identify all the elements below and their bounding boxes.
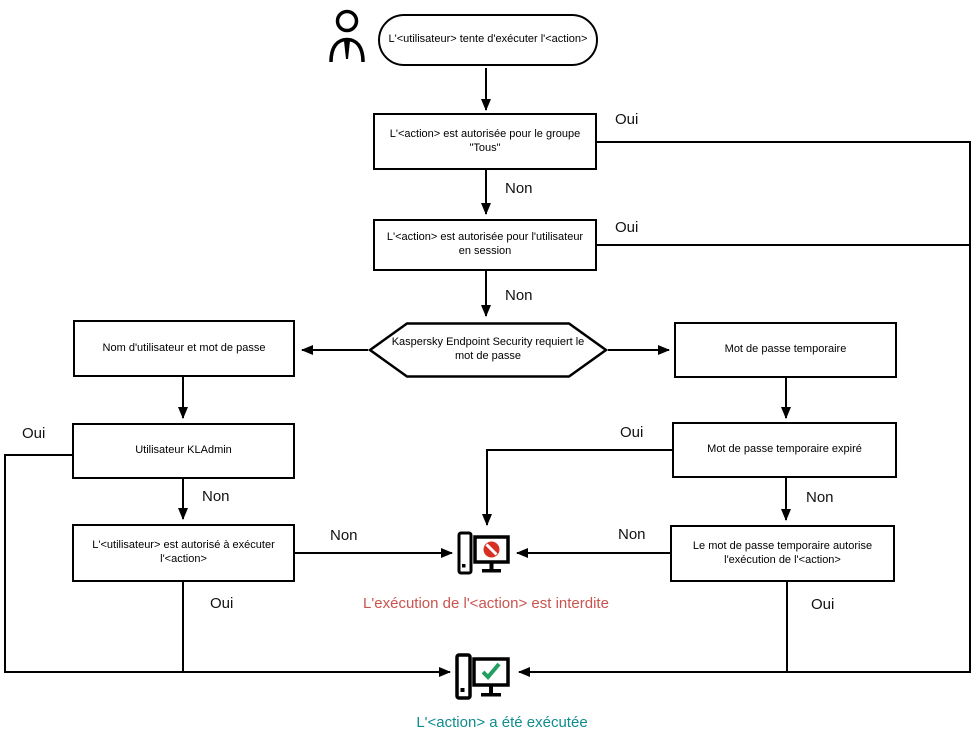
check-icon: [481, 662, 501, 680]
node-password-prompt: Kaspersky Endpoint Security requiert le …: [368, 322, 608, 378]
node-user-allowed-label: L'<utilisateur> est autorisé à exécuter …: [92, 539, 275, 565]
node-start-label: L'<utilisateur> tente d'exécuter l'<acti…: [388, 33, 588, 46]
edge-label-non-temp-allows: Non: [618, 526, 646, 543]
computer-executed-icon: [455, 653, 510, 700]
node-temp-password-expired-label: Mot de passe temporaire expiré: [707, 443, 862, 456]
node-temp-password-expired: Mot de passe temporaire expiré: [672, 422, 897, 478]
edge-label-oui-temp-allows: Oui: [811, 596, 835, 613]
node-password-prompt-label: Kaspersky Endpoint Security requiert le …: [391, 336, 585, 362]
node-start: L'<utilisateur> tente d'exécuter l'<acti…: [378, 14, 598, 66]
node-session-check: L'<action> est autorisée pour l'utilisat…: [373, 219, 597, 271]
edge-label-oui-user-allowed: Oui: [210, 595, 234, 612]
edge-label-oui-expired: Oui: [620, 424, 644, 441]
node-user-allowed: L'<utilisateur> est autorisé à exécuter …: [72, 524, 295, 582]
computer-denied-icon: [457, 531, 510, 575]
hexagon-shape: [368, 322, 608, 378]
edge-label-non-expired: Non: [806, 489, 834, 506]
edge-label-oui-kladmin: Oui: [22, 425, 46, 442]
edge-label-non-group: Non: [505, 180, 533, 197]
user-icon: [329, 9, 365, 63]
node-group-check-label: L'<action> est autorisée pour le groupe …: [389, 127, 581, 154]
edge-label-oui-group: Oui: [615, 111, 639, 128]
node-temp-password-label: Mot de passe temporaire: [724, 343, 847, 356]
node-group-check: L'<action> est autorisée pour le groupe …: [373, 113, 597, 170]
node-temp-password-allows: Le mot de passe temporaire autorise l'ex…: [670, 525, 895, 582]
edge-label-non-session: Non: [505, 287, 533, 304]
node-temp-password-allows-label: Le mot de passe temporaire autorise l'ex…: [692, 539, 873, 566]
edge-label-non-user-allowed: Non: [330, 527, 358, 544]
node-temp-password: Mot de passe temporaire: [674, 322, 897, 378]
executed-caption: L'<action> a été exécutée: [416, 714, 588, 731]
node-credentials-label: Nom d'utilisateur et mot de passe: [102, 341, 266, 354]
edge-group-check-oui-right: [518, 141, 971, 677]
edge-label-non-kladmin: Non: [202, 488, 230, 505]
node-kladmin-label: Utilisateur KLAdmin: [135, 444, 232, 457]
denied-caption: L'exécution de l'<action> est interdite: [363, 595, 609, 612]
edge-kladmin-oui-left: [4, 454, 451, 677]
node-kladmin: Utilisateur KLAdmin: [72, 423, 295, 479]
edge-expired-oui-to-denied: [482, 449, 672, 526]
node-credentials: Nom d'utilisateur et mot de passe: [73, 320, 295, 377]
node-session-check-label: L'<action> est autorisée pour l'utilisat…: [386, 231, 584, 257]
edge-label-oui-session: Oui: [615, 219, 639, 236]
